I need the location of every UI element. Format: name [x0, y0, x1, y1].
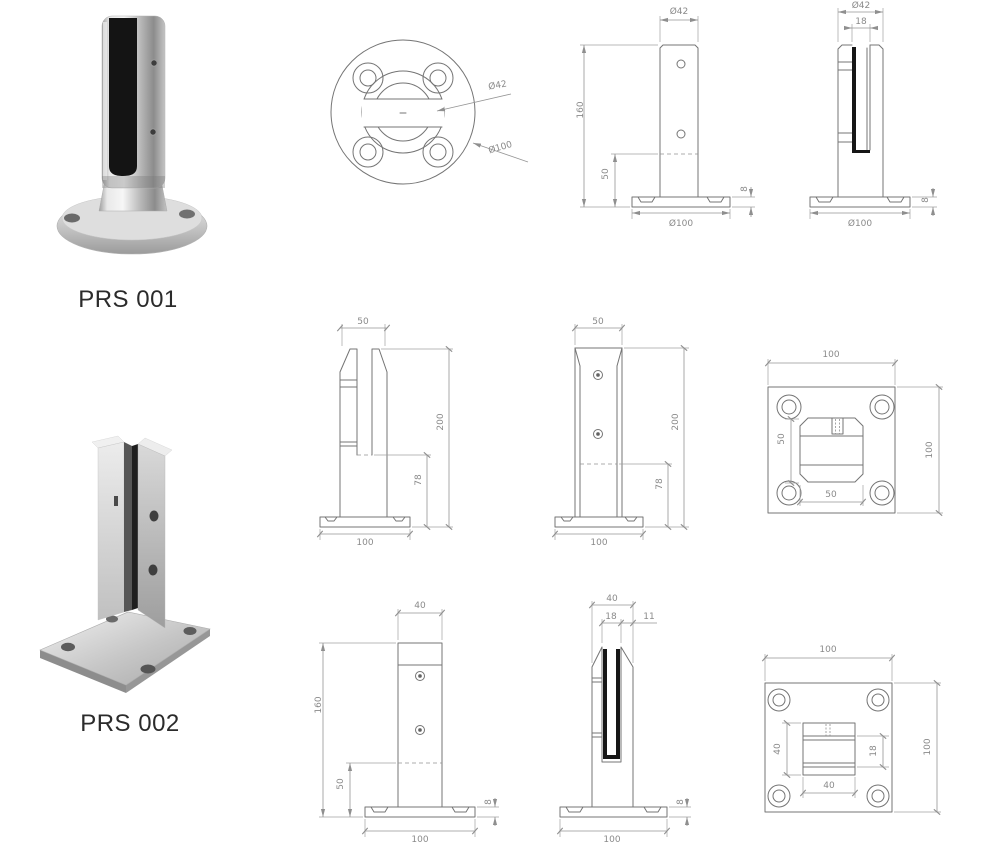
- dim-top-width: 50: [357, 317, 369, 327]
- dim-inner-diameter: Ø42: [487, 79, 507, 93]
- dim-base-diameter: Ø100: [669, 218, 694, 229]
- round-spigot-photo: [56, 15, 208, 255]
- square200-front-view-dimensions: 50 200 78 100: [551, 317, 689, 548]
- base-hole: [61, 642, 75, 652]
- dim-base-thickness: 8: [740, 186, 750, 192]
- glass-slot: [109, 18, 137, 176]
- dim-top-width: 50: [592, 317, 604, 327]
- dim-base-thickness: 8: [484, 799, 494, 805]
- dim-plate-height: 100: [923, 738, 933, 755]
- dim-slot-bottom-height: 78: [655, 478, 665, 490]
- dim-base-diameter: Ø100: [848, 218, 873, 229]
- dim-slot-width: 18: [855, 17, 867, 27]
- dim-slot-width: 18: [605, 612, 617, 622]
- dim-top-width: Ø42: [852, 0, 871, 11]
- dim-core-height: 50: [777, 433, 787, 445]
- dim-height: 200: [436, 413, 446, 430]
- dim-top-width: 40: [414, 601, 426, 611]
- base-hole: [64, 213, 80, 223]
- glass-gasket: [852, 47, 870, 153]
- base-hole: [183, 627, 197, 635]
- dim-core-height: 40: [773, 743, 783, 755]
- round-top-view-geometry: [330, 39, 476, 185]
- dim-height: 200: [671, 413, 681, 430]
- drawing-square200-front-view: 50 200 78 100: [551, 317, 689, 548]
- photo-prs002: [39, 435, 211, 693]
- square160-front-view-dimensions: 40 160 50 100 8: [314, 601, 499, 845]
- square160-side-view-dimensions: 40 18 11 100 8: [556, 594, 691, 845]
- dim-cheek-width: 11: [643, 612, 654, 622]
- drawing-square200-side-view: 50 200 78 100: [316, 317, 453, 548]
- set-screw: [149, 128, 157, 136]
- dim-slot-bottom-height: 78: [414, 474, 424, 486]
- set-screw: [148, 564, 158, 576]
- glass-slot: [132, 444, 138, 610]
- dim-plate-width: 100: [822, 350, 839, 360]
- drawing-square160-side-view: 40 18 11 100 8: [556, 594, 691, 845]
- dim-embed-depth: 50: [336, 778, 346, 790]
- round-side-view-dimensions: Ø42 18 Ø100 8: [809, 0, 937, 229]
- dim-base-width: 100: [590, 538, 607, 548]
- drawing-square160-front-view: 40 160 50 100 8: [314, 601, 499, 845]
- round-front-view-dimensions: Ø42 160 50 Ø100 8: [576, 6, 755, 229]
- dim-embed-depth: 50: [601, 168, 611, 180]
- square200-top-view-geometry: [767, 386, 896, 514]
- square160-top-view-dimensions: 100 100 40 18 40: [761, 645, 941, 816]
- drawing-round-front-view: Ø42 160 50 Ø100 8: [576, 6, 755, 229]
- round-side-view-geometry: [809, 44, 911, 208]
- drawing-square160-top-view: 100 100 40 18 40: [761, 645, 941, 816]
- dim-slot-width: 18: [869, 745, 879, 757]
- square-spigot-photo: [39, 435, 211, 693]
- dim-base-width: 100: [411, 835, 428, 845]
- dim-base-width: 100: [356, 538, 373, 548]
- square200-side-view-geometry: [319, 348, 411, 528]
- square160-top-view-geometry: [764, 682, 893, 813]
- dim-height: 160: [314, 696, 324, 713]
- dim-plate-height: 100: [925, 441, 935, 458]
- round-front-view-geometry: [631, 44, 731, 208]
- set-screw: [150, 59, 158, 67]
- dim-base-thickness: 8: [921, 197, 931, 203]
- square200-top-view-dimensions: 100 100 50 50: [764, 350, 943, 517]
- dim-core-width: 50: [825, 490, 837, 500]
- square160-side-view-geometry: [559, 646, 668, 818]
- dim-core-width: 40: [823, 781, 835, 791]
- dim-top-width: Ø42: [670, 6, 689, 17]
- dim-top-width: 40: [606, 594, 618, 604]
- set-screw: [149, 510, 159, 522]
- glass-gasket: [603, 649, 620, 759]
- square200-side-view-dimensions: 50 200 78 100: [316, 317, 453, 548]
- round-top-view-dimensions: Ø42 Ø100: [436, 79, 529, 163]
- drawing-round-side-view: Ø42 18 Ø100 8: [809, 0, 937, 229]
- dim-outer-diameter: Ø100: [487, 139, 514, 156]
- drawing-square200-top-view: 100 100 50 50: [764, 350, 943, 517]
- product-label-prs001: PRS 001: [78, 286, 178, 313]
- square200-front-view-geometry: [554, 347, 644, 528]
- base-hole: [140, 664, 156, 674]
- dim-plate-width: 100: [819, 645, 836, 655]
- base-hole: [179, 209, 195, 219]
- base-hole: [106, 615, 118, 623]
- drawing-round-top-view: Ø42 Ø100: [330, 39, 529, 185]
- dim-base-width: 100: [603, 835, 620, 845]
- dim-base-thickness: 8: [676, 799, 686, 805]
- photo-prs001: [56, 15, 208, 255]
- product-label-prs002: PRS 002: [80, 710, 180, 737]
- square160-front-view-geometry: [364, 642, 476, 818]
- dim-height: 160: [576, 101, 586, 118]
